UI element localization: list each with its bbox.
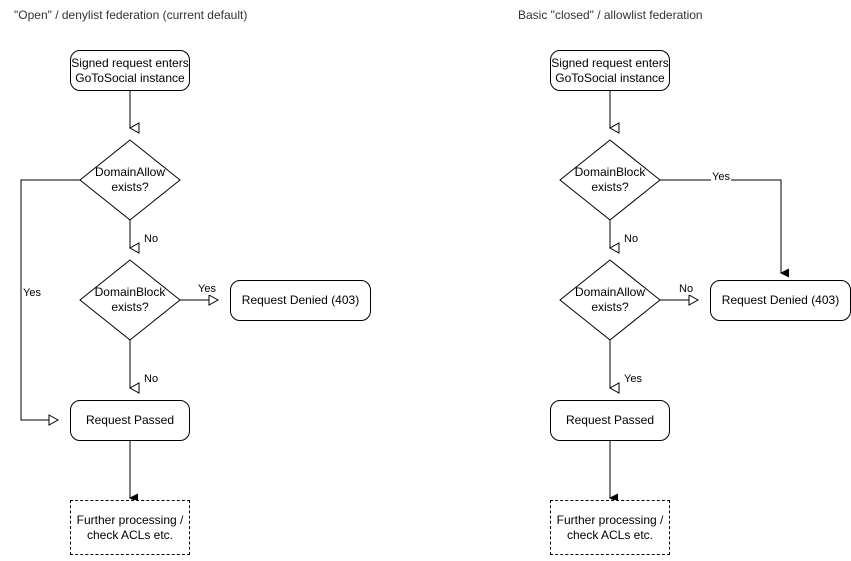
edge-label-domainallow-no-right: No xyxy=(678,283,695,295)
decision-domainallow-shape-right xyxy=(559,259,661,341)
node-request-passed-right[interactable]: Request Passed xyxy=(550,400,670,441)
edge-domainblock-yes-right xyxy=(660,179,781,273)
node-request-passed-left-label: Request Passed xyxy=(85,413,175,427)
node-request-passed-left[interactable]: Request Passed xyxy=(70,400,190,441)
node-start-right[interactable]: Signed request enters GoToSocial instanc… xyxy=(550,50,670,91)
node-start-left-line2: GoToSocial instance xyxy=(75,70,185,85)
node-request-denied-left[interactable]: Request Denied (403) xyxy=(230,280,371,321)
node-start-left-line1: Signed request enters xyxy=(71,55,189,70)
decision-domainallow-shape-left xyxy=(79,139,181,221)
edge-label-domainallow-yes-left: Yes xyxy=(22,287,42,299)
column-title-closed-allowlist: Basic "closed" / allowlist federation xyxy=(518,8,703,22)
node-further-right-line2: check ACLs etc. xyxy=(566,527,654,542)
decision-domainblock-shape-left xyxy=(79,259,181,341)
column-title-open-denylist: "Open" / denylist federation (current de… xyxy=(14,8,248,22)
node-start-right-line1: Signed request enters xyxy=(551,55,669,70)
node-request-denied-right[interactable]: Request Denied (403) xyxy=(710,280,851,321)
edge-label-domainblock-yes-right: Yes xyxy=(711,171,731,183)
node-request-passed-right-label: Request Passed xyxy=(565,413,655,427)
node-further-left-line1: Further processing / xyxy=(76,512,184,527)
decision-domainblock-shape-right xyxy=(559,139,661,221)
edge-label-domainallow-yes-right: Yes xyxy=(623,373,643,385)
edge-label-domainblock-no-right: No xyxy=(623,233,640,245)
edge-label-domainblock-yes-left: Yes xyxy=(197,283,217,295)
edge-domainallow-yes-left xyxy=(20,179,80,426)
edge-label-domainallow-no-left: No xyxy=(143,233,160,245)
node-start-left[interactable]: Signed request enters GoToSocial instanc… xyxy=(70,50,190,91)
node-further-right-line1: Further processing / xyxy=(556,512,664,527)
node-further-processing-right[interactable]: Further processing / check ACLs etc. xyxy=(550,500,670,555)
node-request-denied-left-label: Request Denied (403) xyxy=(241,293,360,307)
node-further-processing-left[interactable]: Further processing / check ACLs etc. xyxy=(70,500,190,555)
node-further-left-line2: check ACLs etc. xyxy=(86,527,174,542)
edge-label-domainblock-no-left: No xyxy=(143,373,160,385)
node-start-right-line2: GoToSocial instance xyxy=(555,70,665,85)
node-request-denied-right-label: Request Denied (403) xyxy=(721,293,840,307)
